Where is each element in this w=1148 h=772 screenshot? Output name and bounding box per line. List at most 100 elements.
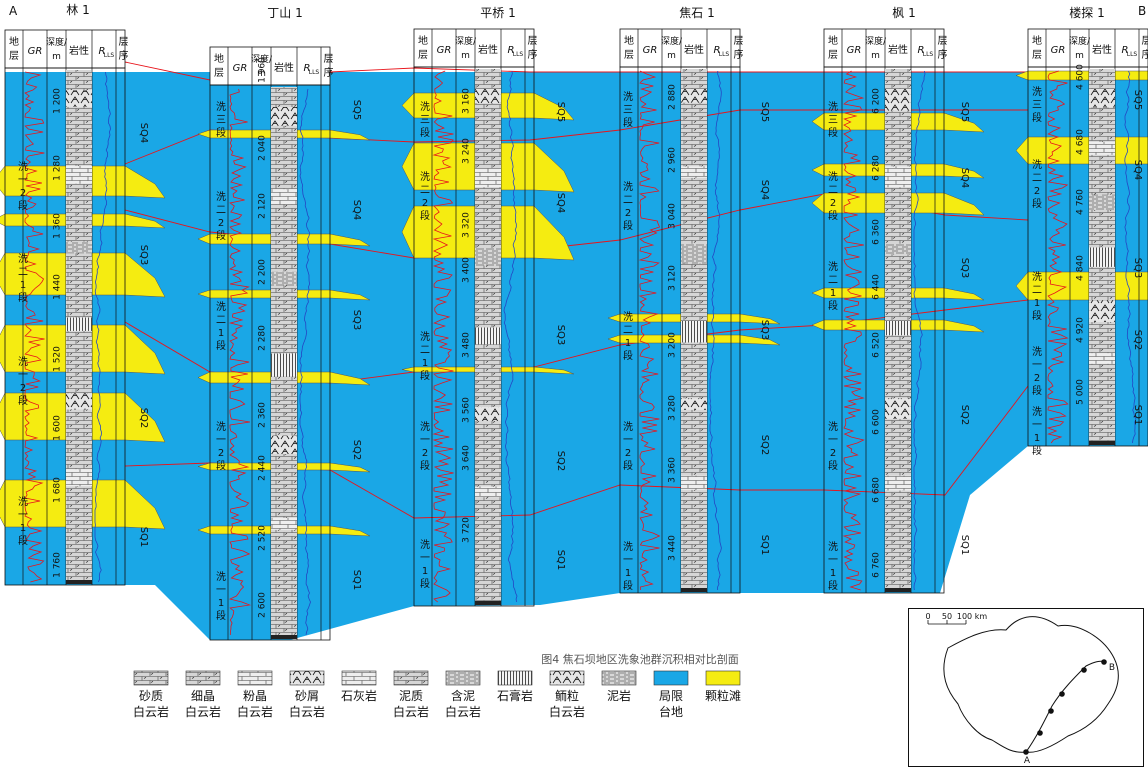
lithology-block <box>475 168 501 188</box>
stratum-label-char: 段 <box>1032 197 1042 210</box>
sequence-label: SQ3 <box>959 258 970 279</box>
header-rlls-sub: LLS <box>104 52 115 59</box>
gr-curve <box>24 71 45 583</box>
stratum-label-char: 洗 <box>623 421 633 433</box>
lithology-block <box>681 89 707 103</box>
stratum-label-char: 段 <box>216 459 226 472</box>
sequence-label: SQ4 <box>759 180 770 201</box>
header-gr: GR <box>1051 45 1066 56</box>
stratum-label-char: 段 <box>420 209 430 222</box>
stratum-label-char: 一 <box>216 435 226 446</box>
header-depth-line1: 深度/ <box>1069 35 1091 47</box>
legend-label-line1: 粉晶 <box>243 689 267 703</box>
depth-label: 3 200 <box>668 332 678 358</box>
stratum-label-char: 二 <box>623 195 633 206</box>
well-name: 林 1 <box>66 3 89 17</box>
header-rlls: R <box>508 45 515 56</box>
well-location-dot <box>1037 730 1043 736</box>
scale-label: 100 km <box>957 612 987 621</box>
sequence-label: SQ5 <box>555 102 566 123</box>
gr-curve <box>638 70 661 591</box>
legend: 砂质白云岩细晶白云岩粉晶白云岩砂屑白云岩石灰岩泥质白云岩含泥白云岩石膏岩鲕粒白云… <box>122 668 762 728</box>
header-depth-line1: 深度/ <box>251 53 273 65</box>
lithology-block <box>681 475 707 490</box>
sequence-label: SQ2 <box>138 408 149 429</box>
legend-label-line2: 台地 <box>659 704 683 719</box>
sequence-label: SQ4 <box>1132 160 1143 181</box>
stratum-label-char: 一 <box>18 510 28 521</box>
stratum-label-char: 二 <box>828 185 838 196</box>
stratum-label-char: 三 <box>216 115 226 126</box>
stratum-label-char: 二 <box>216 315 226 326</box>
legend-swatch <box>341 670 377 686</box>
header-lithology: 岩性 <box>274 61 294 74</box>
legend-swatch <box>601 670 637 686</box>
depth-label: 6 680 <box>872 477 882 503</box>
stratum-label-char: 段 <box>623 349 633 362</box>
depth-label: 6 520 <box>872 332 882 358</box>
depth-label: 2 280 <box>258 325 268 351</box>
stratum-label-char: 洗 <box>623 541 633 553</box>
header-rlls: R <box>99 46 106 57</box>
stratum-label-char: 三 <box>623 105 633 116</box>
depth-label: 2 520 <box>258 525 268 551</box>
stratum-label-char: 1 <box>1034 298 1040 309</box>
rlls-curve <box>709 70 722 591</box>
stratum-label-char: 三 <box>420 115 430 126</box>
sequence-label: SQ1 <box>555 550 566 571</box>
stratum-label-char: 1 <box>20 523 26 534</box>
depth-label: 3 720 <box>462 517 472 543</box>
well-body-frame <box>1027 66 1148 447</box>
sequence-label: SQ3 <box>351 310 362 331</box>
header-sequence-line2: 序 <box>324 66 334 79</box>
rlls-curve <box>503 70 518 603</box>
legend-label-line1: 鲕粒 <box>555 688 579 703</box>
map-frame <box>908 608 1144 767</box>
stratum-label-char: 段 <box>216 126 226 139</box>
lithology-block <box>271 107 297 126</box>
stratum-label-char: 段 <box>420 459 430 472</box>
stratum-label-char: 1 <box>422 358 428 369</box>
depth-label: 3 480 <box>462 332 472 358</box>
depth-label: 4 920 <box>1076 317 1086 343</box>
stratum-label-char: 三 <box>828 115 838 126</box>
lithology-block <box>475 486 501 498</box>
stratum-label-char: 一 <box>623 555 633 566</box>
legend-label: 石灰岩 <box>341 688 377 703</box>
stratum-label-char: 一 <box>1032 420 1042 431</box>
depth-label: 3 400 <box>462 257 472 283</box>
region-outline <box>943 616 1119 753</box>
header-depth-line2: m <box>1075 51 1084 61</box>
stratum-label-char: 洗 <box>18 161 28 173</box>
header-rlls: R <box>918 45 925 56</box>
legend-label-line2: 白云岩 <box>289 704 325 719</box>
lithology-block <box>681 166 707 178</box>
depth-label: 1 960 <box>258 57 268 83</box>
header-stratum-line1: 地 <box>418 34 428 47</box>
lithology-block <box>271 517 297 530</box>
well-name: 焦石 1 <box>679 6 714 20</box>
header-depth-line2: m <box>257 69 266 79</box>
depth-label: 3 040 <box>668 203 678 229</box>
header-sequence-line2: 序 <box>734 48 744 61</box>
stratum-label-char: 二 <box>216 205 226 216</box>
stratum-label-char: 段 <box>216 229 226 242</box>
header-sequence-line2: 序 <box>938 48 948 61</box>
legend-svg: 砂质白云岩细晶白云岩粉晶白云岩砂屑白云岩石灰岩泥质白云岩含泥白云岩石膏岩鲕粒白云… <box>133 670 741 719</box>
stratum-label-char: 段 <box>828 299 838 312</box>
legend-swatch <box>185 670 221 686</box>
well-header <box>619 28 741 68</box>
well-header <box>4 29 126 69</box>
lithology-block <box>66 241 92 254</box>
rlls-curve <box>913 70 926 591</box>
well-body-frame <box>413 66 535 607</box>
well-header <box>209 46 331 86</box>
stratum-label-char: 洗 <box>216 421 226 433</box>
header-lithology: 岩性 <box>1092 43 1112 56</box>
gr-curve <box>228 88 252 636</box>
stratum-label-char: 洗 <box>18 253 28 265</box>
stratum-label-char: 1 <box>625 338 631 349</box>
depth-label: 1 520 <box>53 346 63 372</box>
